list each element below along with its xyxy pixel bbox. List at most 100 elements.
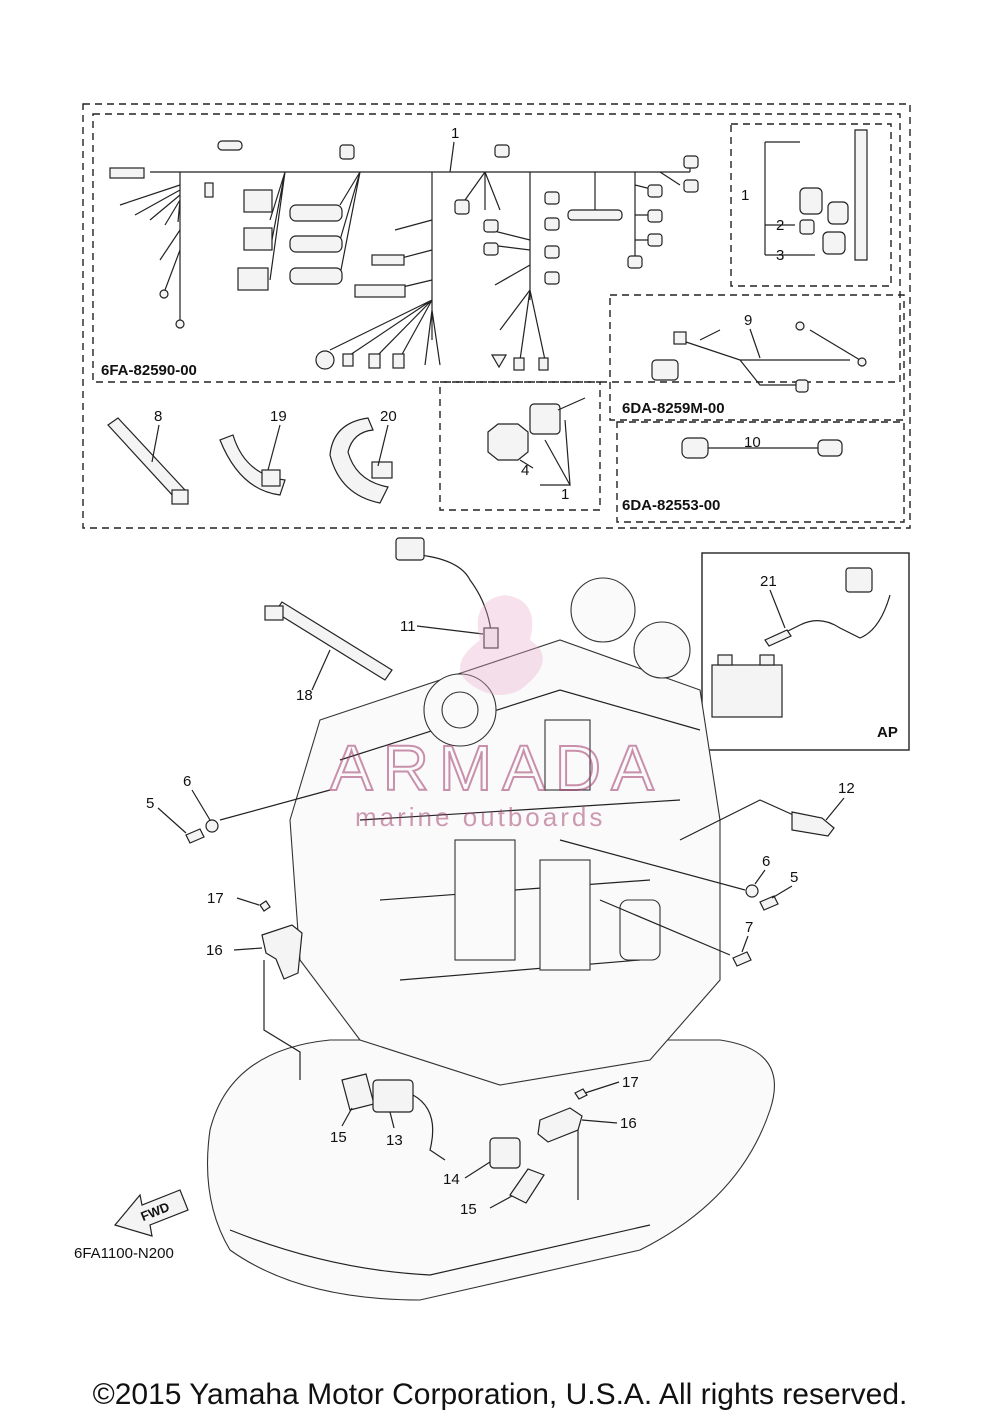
- harness-connector: [342, 353, 354, 367]
- callout-11: 11: [400, 618, 416, 635]
- callout-21: 21: [760, 573, 777, 590]
- outer-dashed-box: [82, 103, 911, 529]
- switch-13: [372, 1079, 414, 1113]
- ap-label: AP: [877, 724, 898, 741]
- callout-18: 18: [296, 687, 313, 704]
- sensor-18: 18: [264, 601, 393, 704]
- harness-connector: [627, 255, 643, 269]
- cam-pulley: [633, 621, 691, 679]
- harness-connector: [490, 354, 508, 369]
- callout-17-left: 17: [207, 890, 224, 907]
- harness-connector: [647, 209, 663, 223]
- harness-connector: [392, 353, 405, 369]
- fasteners: 5 6 6 5 7: [146, 773, 798, 967]
- brackets: 17 16 17 16 15 13 14 15: [206, 890, 639, 1218]
- sensor-12: 12: [679, 780, 855, 841]
- callout-17-right: 17: [622, 1074, 639, 1091]
- harness-connector: [513, 357, 525, 371]
- watermark-logo-icon: [460, 595, 543, 695]
- grommet-15: [509, 1168, 545, 1204]
- lead-tip: [764, 629, 792, 647]
- engine-part: [619, 899, 661, 961]
- part-code-main-harness: 6FA-82590-00: [101, 362, 197, 379]
- group-boxes: [82, 103, 911, 751]
- bracket-16: [261, 924, 303, 980]
- harness-connector: [368, 353, 381, 369]
- harness-connector: [243, 189, 273, 213]
- callout-5-left: 5: [146, 795, 154, 812]
- switch-14: [489, 1137, 521, 1169]
- connector-part: [395, 537, 425, 561]
- figure-code: 6FA1100-N200: [74, 1245, 174, 1262]
- clamp-19-tab: [261, 469, 281, 487]
- washer: [205, 819, 219, 833]
- harness-connector: [683, 155, 699, 169]
- harness-connector: [544, 191, 560, 205]
- copyright-notice: ©2015 Yamaha Motor Corporation, U.S.A. A…: [92, 1378, 908, 1411]
- callout-2-inset: 2: [776, 217, 784, 234]
- connector-part: [845, 567, 873, 593]
- harness-connector: [159, 289, 169, 299]
- main-harness-box: [92, 113, 901, 383]
- harness-connector: [454, 199, 470, 215]
- part-code-harness-10: 6DA-82553-00: [622, 497, 720, 514]
- engine-block: [206, 577, 775, 1301]
- callout-9: 9: [744, 312, 752, 329]
- harness-connector: [538, 357, 549, 371]
- harness-9: 9 6DA-8259M-00: [622, 312, 867, 417]
- coupler: [529, 403, 561, 435]
- ap-inset-box: [701, 552, 910, 751]
- coupler-cap: [487, 423, 529, 461]
- callout-6-right: 6: [762, 853, 770, 870]
- cam-pulley: [570, 577, 636, 643]
- part-code-harness-9: 6DA-8259M-00: [622, 400, 725, 417]
- harness-10-box: [616, 421, 905, 523]
- callout-5-right: 5: [790, 869, 798, 886]
- connector-part: [651, 359, 679, 381]
- starter: [544, 719, 591, 791]
- callout-20: 20: [380, 408, 397, 425]
- kit-4: 4 1: [487, 397, 586, 503]
- harness-connector: [494, 144, 510, 158]
- connector-part: [827, 201, 849, 225]
- harness-connector: [217, 140, 243, 151]
- bolt: [732, 951, 752, 967]
- harness-connector: [371, 254, 405, 266]
- cable-tie-head: [171, 489, 189, 505]
- harness-connector: [289, 235, 343, 253]
- sensor-connector: [264, 605, 284, 621]
- sensor-11: 11: [395, 537, 499, 649]
- connector-part: [673, 331, 687, 345]
- terminal: [857, 357, 867, 367]
- bolt: [259, 900, 271, 912]
- fwd-arrow-icon: [113, 1189, 189, 1237]
- sensor-body: [483, 627, 499, 649]
- callout-1-kit: 1: [561, 486, 569, 503]
- callout-10: 10: [744, 434, 761, 451]
- clamp-20-tab: [371, 461, 393, 479]
- harness-connector: [354, 284, 406, 298]
- cable-tie: [107, 417, 186, 499]
- inset-box-1-2-3: [730, 123, 892, 287]
- harness-10: 10 6DA-82553-00: [622, 434, 843, 514]
- callout-13: 13: [386, 1132, 403, 1149]
- watermark-subtitle: marine outboards: [355, 802, 605, 832]
- harness-connector: [339, 144, 355, 160]
- washer: [745, 884, 759, 898]
- callout-3-inset: 3: [776, 247, 784, 264]
- callout-15-right: 15: [460, 1201, 477, 1218]
- harness-connector: [243, 227, 273, 251]
- connector-part: [795, 379, 809, 393]
- connector-part: [799, 187, 823, 215]
- callout-15-left: 15: [330, 1129, 347, 1146]
- harness-connector: [289, 204, 343, 222]
- harness-connector: [647, 233, 663, 247]
- bolt: [185, 828, 205, 844]
- battery: [711, 664, 783, 718]
- callout-7: 7: [745, 919, 753, 936]
- wire-bundle: [854, 129, 868, 261]
- bolt: [759, 895, 779, 911]
- harness-connector: [109, 167, 145, 179]
- harness-connector: [175, 319, 185, 329]
